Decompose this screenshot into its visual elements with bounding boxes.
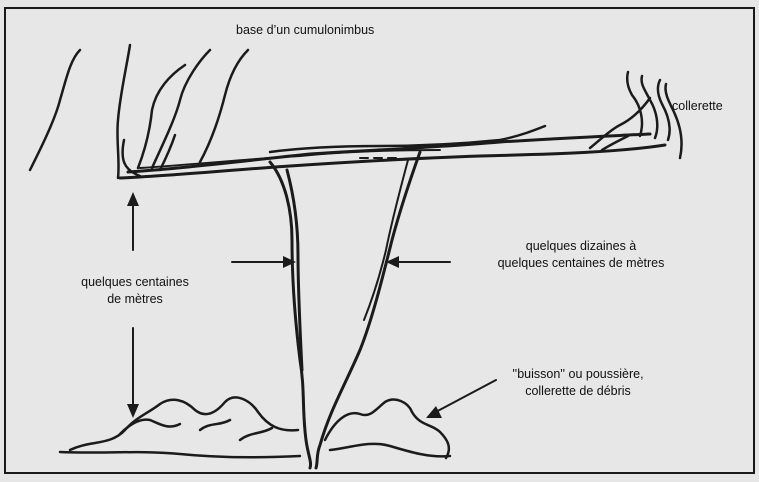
height-arrow-head-down — [127, 404, 139, 418]
label-width-line2: quelques centaines de mètres — [456, 255, 706, 272]
label-debris-line2: collerette de débris — [468, 383, 688, 400]
debris-cloud — [60, 397, 450, 458]
label-width-line1: quelques dizaines à — [456, 238, 706, 255]
width-arrow-head-left-side — [283, 256, 296, 268]
label-width: quelques dizaines à quelques centaines d… — [456, 238, 706, 272]
height-arrow-head-up — [127, 192, 139, 206]
label-height-line1: quelques centaines — [50, 274, 220, 291]
label-height-line2: de mètres — [50, 291, 220, 308]
label-cloud-base: base d’un cumulonimbus — [236, 22, 374, 39]
debris-arrow-head — [426, 406, 442, 418]
label-debris-line1: ''buisson'' ou poussière, — [468, 366, 688, 383]
label-debris: ''buisson'' ou poussière, collerette de … — [468, 366, 688, 400]
tornado-funnel — [270, 152, 420, 468]
cloud-base — [120, 126, 665, 178]
label-collar: collerette — [672, 98, 723, 115]
label-height: quelques centaines de mètres — [50, 274, 220, 308]
cloud-streamers-left — [30, 45, 248, 178]
collar-streamers — [590, 72, 682, 158]
